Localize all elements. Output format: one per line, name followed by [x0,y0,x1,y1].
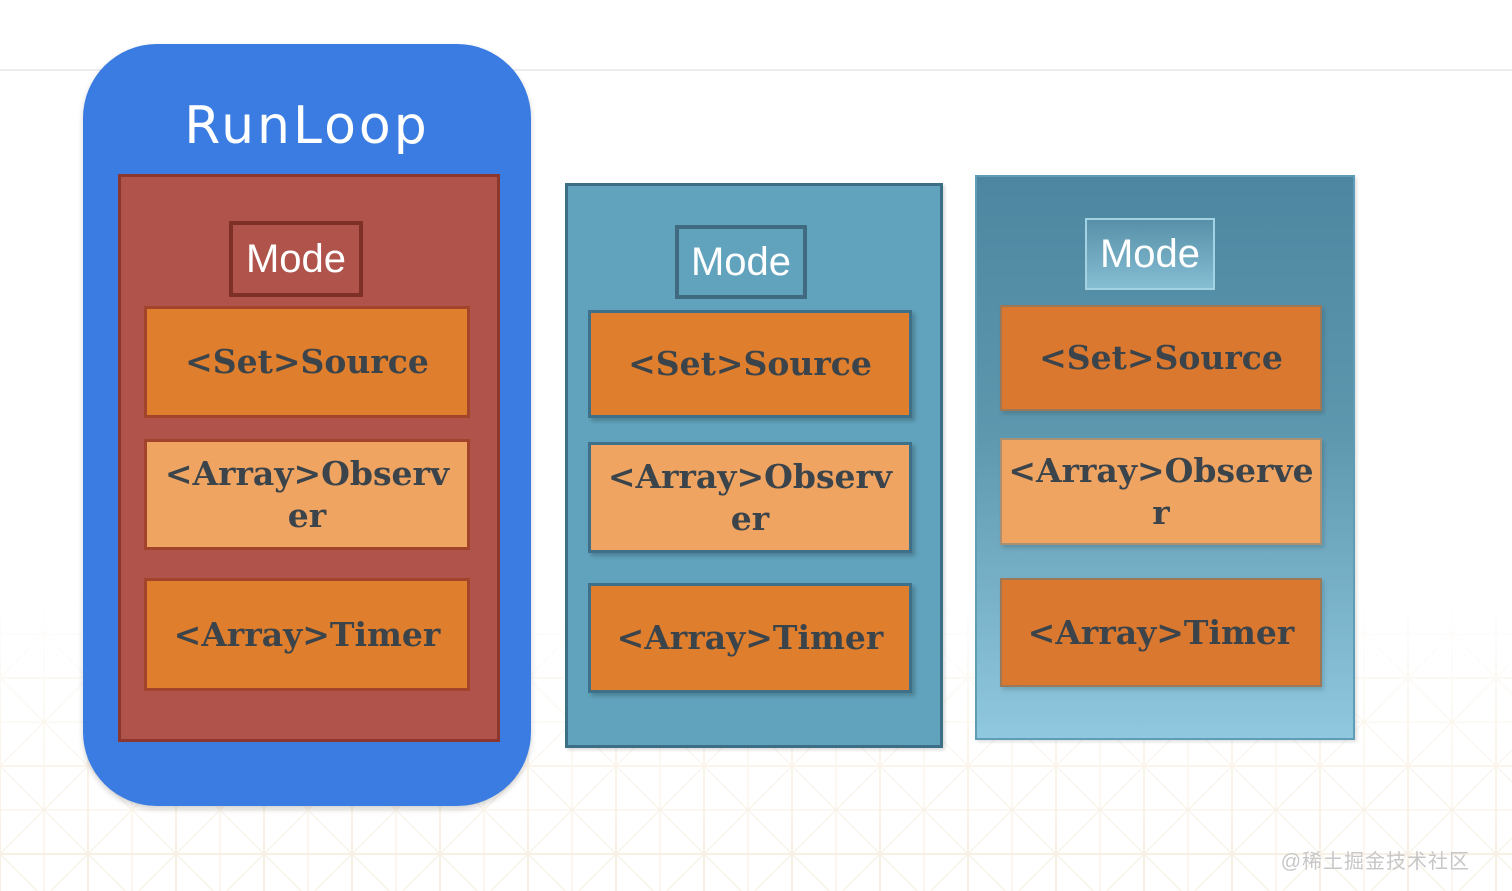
mode-panel-2: Mode <Set>Source <Array>Observ er <Array… [565,183,943,748]
mode-box: Mode [1085,218,1215,290]
array-observer-box: <Array>Observe r [1000,438,1322,545]
watermark: @稀土掘金技术社区 [1280,851,1470,873]
array-timer-box: <Array>Timer [1000,578,1322,687]
array-observer-box: <Array>Observ er [144,439,470,550]
runloop-panel: RunLoop Mode <Set>Source <Array>Observ e… [83,44,531,806]
mode-box: Mode [229,221,363,297]
set-source-box: <Set>Source [588,310,912,418]
runloop-mode-container: Mode <Set>Source <Array>Observ er <Array… [118,174,500,742]
page-divider-line [0,69,1512,71]
mode-box: Mode [675,225,807,299]
runloop-title: RunLoop [184,96,430,156]
set-source-box: <Set>Source [1000,305,1322,411]
mode-panel-3: Mode <Set>Source <Array>Observe r <Array… [975,175,1355,740]
array-observer-box: <Array>Observ er [588,442,912,553]
array-timer-box: <Array>Timer [144,578,470,691]
array-timer-box: <Array>Timer [588,583,912,693]
set-source-box: <Set>Source [144,306,470,418]
